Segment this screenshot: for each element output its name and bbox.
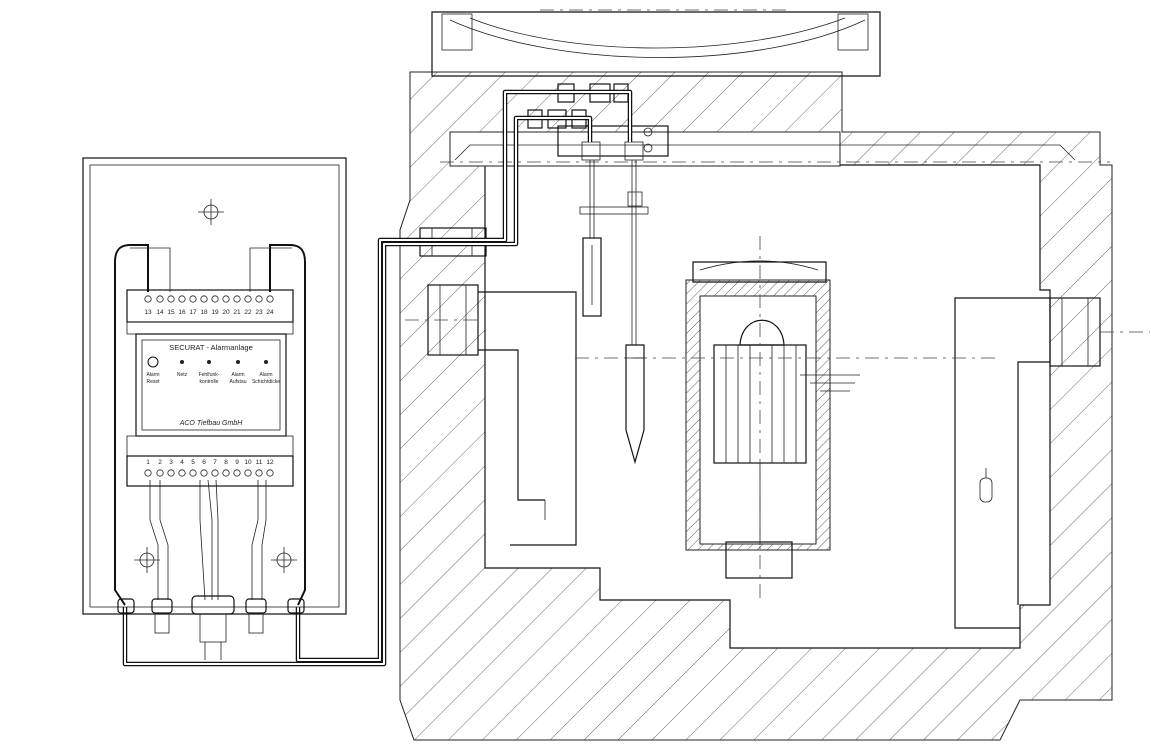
outlet-pipe — [954, 297, 1150, 629]
terminal-screw — [211, 295, 219, 303]
manhole-cover — [431, 9, 881, 77]
terminal-number: 6 — [202, 459, 206, 466]
terminal-screw — [189, 469, 197, 477]
cable-gland-3 — [191, 595, 235, 643]
separator-tank — [399, 9, 1150, 741]
terminal-number: 3 — [169, 459, 173, 466]
cable-gland-4 — [245, 598, 267, 634]
float-sensor-small — [979, 468, 993, 503]
terminal-number: 4 — [180, 459, 184, 466]
terminal-screw — [244, 469, 252, 477]
terminal-screw — [244, 295, 252, 303]
cable-gland-1 — [117, 598, 135, 614]
terminal-screw — [233, 295, 241, 303]
indicator-label-reset-2: Reset — [146, 379, 160, 385]
terminal-screw — [189, 295, 197, 303]
terminal-screw — [156, 469, 164, 477]
terminal-screw — [266, 469, 274, 477]
terminal-screw — [211, 469, 219, 477]
indicator-label-schicht-1: Alarm — [259, 372, 272, 378]
layer-thickness-probe — [581, 141, 602, 317]
terminal-screw — [167, 295, 175, 303]
indicator-label-fehlfunk-1: Fehlfunk- — [199, 372, 220, 378]
terminal-number: 16 — [178, 309, 186, 316]
terminal-number: 24 — [266, 309, 274, 316]
panel-title: SECURAT - Alarmanlage — [169, 343, 253, 352]
terminal-number: 2 — [158, 459, 162, 466]
terminal-number: 15 — [167, 309, 175, 316]
alarm-unit: SECURAT - Alarmanlage ACO Tiefbau GmbH 1… — [126, 289, 294, 487]
indicator-label-fehlfunk-2: kontrolle — [200, 379, 219, 385]
terminal-number: 11 — [256, 459, 263, 466]
probe-cables — [122, 89, 633, 667]
inlet-pipe — [405, 284, 577, 546]
terminal-screw — [156, 295, 164, 303]
terminal-row-bottom: 1 2 3 4 5 6 7 8 9 10 11 12 — [144, 459, 274, 477]
terminal-screw — [255, 469, 263, 477]
cable-gland-2 — [151, 598, 173, 634]
terminal-number: 17 — [189, 309, 197, 316]
terminal-number: 8 — [224, 459, 228, 466]
terminal-number: 14 — [156, 309, 164, 316]
indicator-label-netz: Netz — [177, 372, 188, 378]
mounting-hole-top — [198, 199, 224, 225]
indicator-label-schicht-2: Schichtdicke — [252, 379, 280, 385]
terminal-screw — [233, 469, 241, 477]
coalescence-filter — [575, 236, 1000, 600]
terminal-number: 18 — [200, 309, 208, 316]
terminal-screw — [222, 469, 230, 477]
terminal-number: 9 — [235, 459, 239, 466]
terminal-screw — [266, 295, 274, 303]
mounting-hole-right — [271, 547, 297, 573]
terminal-number: 19 — [211, 309, 219, 316]
control-cabinet: SECURAT - Alarmanlage ACO Tiefbau GmbH 1… — [82, 157, 347, 660]
backflow-probe — [624, 141, 645, 465]
indicator-label-aufstau-1: Alarm — [231, 372, 244, 378]
terminal-row-top: 13 14 15 16 17 18 19 20 21 22 23 24 — [144, 295, 274, 316]
indicator-led-schichtdicke — [264, 360, 268, 364]
reset-button[interactable] — [147, 356, 159, 368]
terminal-number: 5 — [191, 459, 195, 466]
terminal-screw — [222, 295, 230, 303]
terminal-number: 1 — [146, 459, 150, 466]
terminal-screw — [200, 469, 208, 477]
terminal-screw — [255, 295, 263, 303]
terminal-screw — [144, 295, 152, 303]
terminal-screw — [144, 469, 152, 477]
terminal-number: 20 — [222, 309, 230, 316]
manufacturer-label: ACO Tiefbau GmbH — [179, 420, 244, 427]
terminal-number: 21 — [233, 309, 241, 316]
terminal-number: 10 — [244, 459, 252, 466]
terminal-number: 7 — [213, 459, 217, 466]
terminal-number: 12 — [266, 459, 274, 466]
probe-bracket — [557, 125, 669, 215]
terminal-number: 13 — [144, 309, 152, 316]
indicator-led-aufstau — [236, 360, 240, 364]
mounting-hole-left — [134, 547, 160, 573]
terminal-screw — [200, 295, 208, 303]
terminal-screw — [178, 295, 186, 303]
cable-gland-5 — [287, 598, 305, 614]
indicator-label-reset-1: Alarm — [146, 372, 159, 378]
indicator-led-fehlfunk — [207, 360, 211, 364]
indicator-led-netz — [180, 360, 184, 364]
terminal-screw — [178, 469, 186, 477]
indicator-label-aufstau-2: Aufstau — [230, 379, 247, 385]
terminal-number: 22 — [244, 309, 252, 316]
terminal-number: 23 — [255, 309, 263, 316]
terminal-screw — [167, 469, 175, 477]
